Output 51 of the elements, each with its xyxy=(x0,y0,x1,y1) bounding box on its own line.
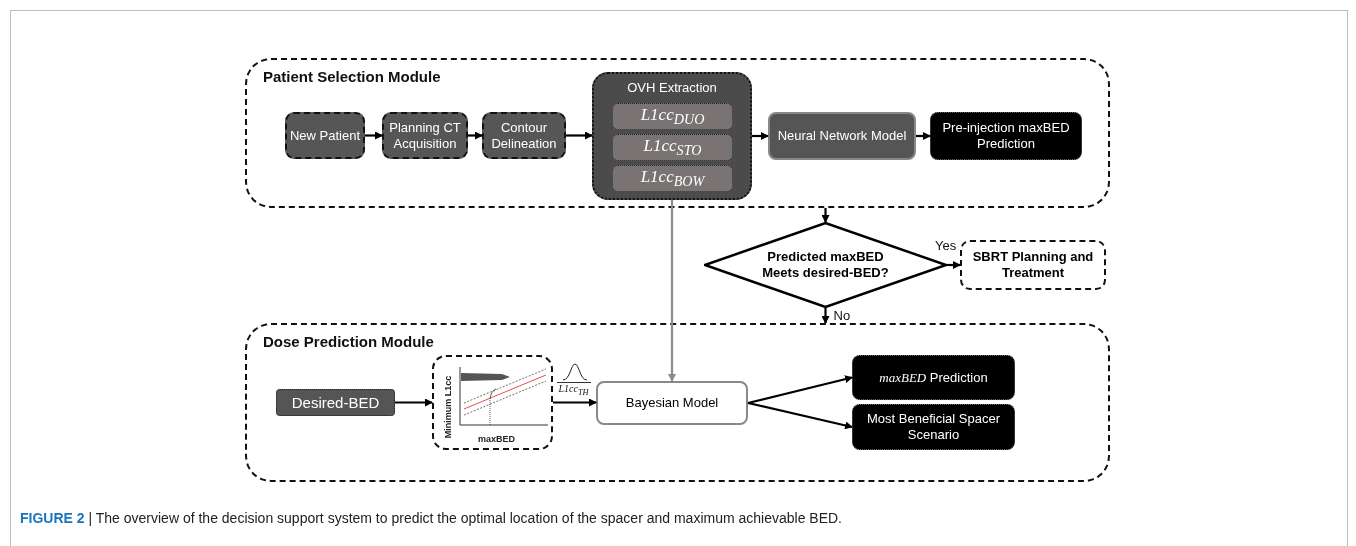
process-box xyxy=(592,72,752,200)
arrow xyxy=(468,131,483,140)
process-box xyxy=(285,112,365,159)
arrow xyxy=(747,401,853,430)
box-label: L1cc$_{DUO}$ xyxy=(640,104,705,129)
arrow xyxy=(752,132,769,140)
decision-text: Predicted maxBED Meets desired-BED? xyxy=(761,249,890,281)
feature-box xyxy=(612,165,733,192)
box-label: maxBED Prediction xyxy=(879,369,988,386)
arrow xyxy=(668,200,676,382)
box-label: Planning CT Acquisition xyxy=(388,119,462,152)
module-panel xyxy=(245,58,1110,208)
output-box xyxy=(930,112,1082,160)
box-label: L1cc$_{STO}$ xyxy=(643,135,702,160)
feature-box xyxy=(612,134,733,161)
box-label: L1cc$_{BOW}$ xyxy=(640,166,705,191)
module-title: Patient Selection Module xyxy=(263,68,441,86)
box-label: Bayesian Model xyxy=(625,395,719,411)
arrow xyxy=(821,208,830,223)
process-box xyxy=(768,112,916,160)
process-box xyxy=(482,112,566,159)
axis-label: maxBED xyxy=(478,434,515,445)
arrow xyxy=(916,132,931,140)
box-label: Most Beneficial Spacer Scenario xyxy=(866,411,1001,443)
box-title: OVH Extraction xyxy=(627,80,717,96)
figure-caption: FIGURE 2 | The overview of the decision support system to predict the optimal location of the spacer and maximum achievable BED. xyxy=(20,510,842,526)
input-box xyxy=(276,389,395,416)
box-label: Neural Network Model xyxy=(777,128,907,144)
module-title: Dose Prediction Module xyxy=(263,333,434,351)
box-label: Pre-injection maxBED Prediction xyxy=(941,120,1071,152)
feature-box xyxy=(612,103,733,130)
process-box xyxy=(382,112,468,159)
box-label: SBRT Planning and Treatment xyxy=(971,249,1095,281)
arrow xyxy=(365,131,383,140)
box-label: Desired-BED xyxy=(291,393,380,412)
box-label: New Patient xyxy=(289,127,361,144)
output-box xyxy=(852,355,1015,400)
process-box xyxy=(960,240,1106,290)
edge-label: L1cc$_{TH}$ xyxy=(556,381,591,397)
arrow xyxy=(553,398,597,407)
model-box xyxy=(596,381,748,425)
regression-plot-box xyxy=(432,355,553,450)
module-panel xyxy=(245,323,1110,482)
box-label: Contour Delineation xyxy=(490,119,558,152)
arrow xyxy=(395,398,433,407)
output-box xyxy=(852,404,1015,450)
arrow xyxy=(947,261,961,269)
arrow xyxy=(747,375,853,405)
axis-label: Minimum L1cc xyxy=(443,375,454,439)
arrow xyxy=(566,131,593,140)
arrow xyxy=(821,308,830,324)
